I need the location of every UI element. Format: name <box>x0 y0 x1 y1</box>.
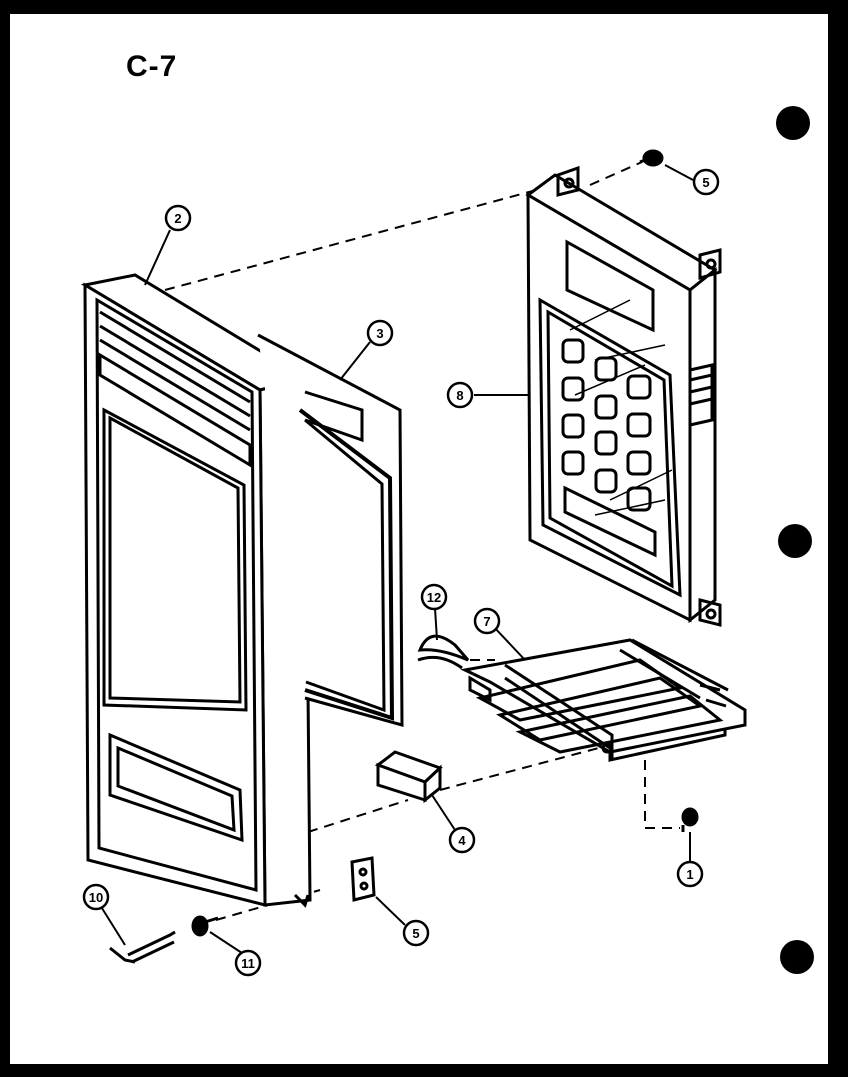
latch-block <box>374 750 443 804</box>
leader-lines <box>99 164 694 956</box>
callout-11: 11 <box>234 949 262 977</box>
callout-number: 5 <box>702 175 709 190</box>
page-title: C-7 <box>126 50 178 83</box>
callout-number: 1 <box>686 867 693 882</box>
callout-number: 5 <box>412 926 419 941</box>
screw-5-top <box>639 149 664 167</box>
control-panel <box>525 165 722 627</box>
callout-5-top: 5 <box>692 168 720 196</box>
callout-number: 10 <box>89 890 103 905</box>
callout-number: 12 <box>427 590 441 605</box>
callout-number: 4 <box>458 833 466 848</box>
callout-number: 8 <box>456 388 463 403</box>
callout-number: 11 <box>241 956 255 971</box>
callout-4: 4 <box>448 826 476 854</box>
callout-10: 10 <box>82 883 110 911</box>
callout-8: 8 <box>446 381 474 409</box>
binder-hole-top <box>776 106 810 140</box>
callout-3: 3 <box>366 319 394 347</box>
window-panel <box>257 333 404 727</box>
callout-5-bottom: 5 <box>402 919 430 947</box>
callout-1: 1 <box>676 860 704 888</box>
callout-number: 2 <box>174 211 181 226</box>
door-frame <box>80 273 312 908</box>
spring-clip <box>417 634 470 670</box>
callout-number: 3 <box>376 326 383 341</box>
callout-2: 2 <box>164 204 192 232</box>
switch-bracket <box>460 638 747 762</box>
callout-number: 7 <box>483 614 490 629</box>
binder-hole-middle <box>778 524 812 558</box>
callout-7: 7 <box>473 607 501 635</box>
screw-1 <box>681 807 699 832</box>
hinge-plate <box>350 856 376 902</box>
binder-hole-bottom <box>780 940 814 974</box>
hex-key <box>109 930 176 964</box>
callout-12: 12 <box>420 583 448 611</box>
screw-11 <box>191 915 219 937</box>
